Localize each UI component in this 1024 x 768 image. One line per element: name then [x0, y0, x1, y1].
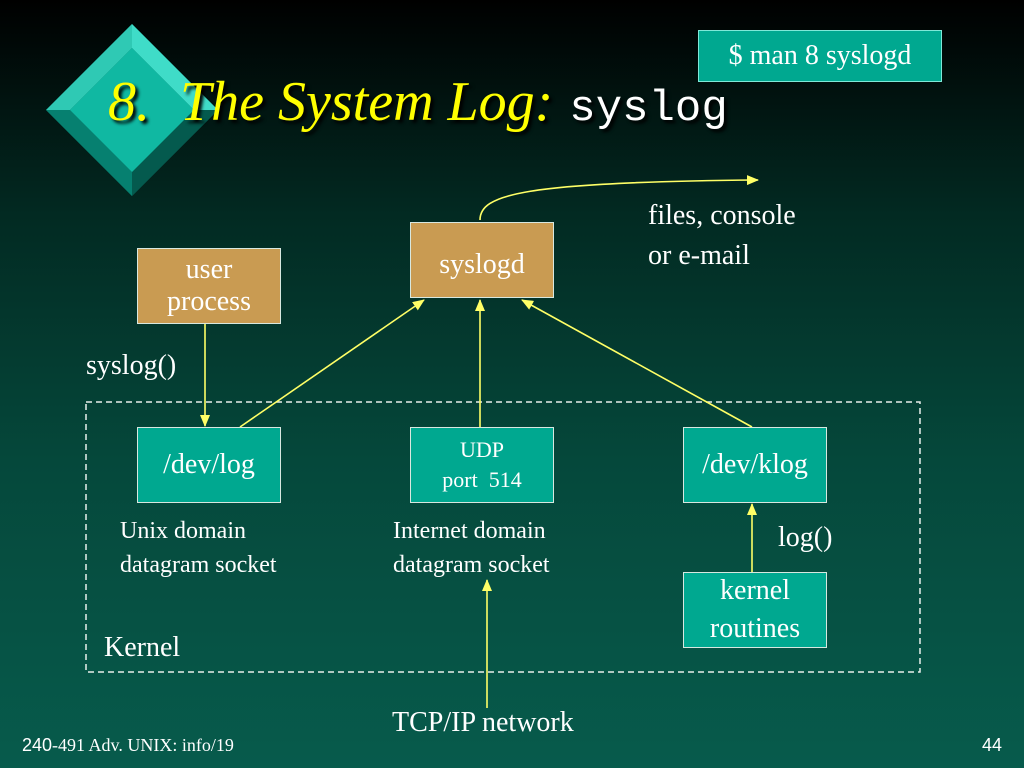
syslogd-box: syslogd: [410, 222, 554, 298]
footer-course-prefix: 240: [22, 735, 53, 755]
unix-socket-line-1: Unix domain: [120, 518, 246, 544]
network-label: TCP/IP network: [392, 707, 574, 738]
dev-log-box: /dev/log: [137, 427, 281, 503]
user-process-line-2: process: [167, 286, 251, 317]
footer-course: 240-491 Adv. UNIX: info/19: [22, 735, 234, 756]
diamond-bullet-icon: [46, 24, 218, 196]
arrow-devlog-to-syslogd: [239, 299, 425, 428]
page-number: 44: [981, 735, 1002, 755]
kernel-boundary: [85, 401, 921, 673]
internet-socket-label: Internet domain datagram socket: [393, 514, 550, 582]
syslog-call-label: syslog(): [86, 350, 177, 381]
user-process-box: user process: [137, 248, 281, 324]
destinations-line-1: files, console: [648, 200, 796, 231]
internet-socket-line-1: Internet domain: [393, 518, 546, 544]
unix-socket-line-2: datagram socket: [120, 552, 277, 578]
title-number: 8.: [108, 71, 150, 133]
arrow-syslogd-to-outputs: [479, 175, 759, 221]
kernel-routines-line-1: kernel: [720, 575, 790, 606]
unix-socket-label: Unix domain datagram socket: [120, 514, 277, 582]
destinations-line-2: or e-mail: [648, 240, 750, 271]
dev-klog-label: /dev/klog: [702, 449, 808, 480]
udp-label: UDP: [459, 437, 504, 462]
syslogd-label: syslogd: [439, 249, 525, 280]
footer-course-rest: -491 Adv. UNIX: info/19: [52, 735, 234, 755]
man-page-badge: $ man 8 syslogd: [698, 30, 942, 82]
internet-socket-line-2: datagram socket: [393, 552, 550, 578]
page-title: 8. The System Log: syslog: [108, 70, 728, 150]
udp-port-box: UDP port 514: [410, 427, 554, 503]
title-text: The System Log:: [180, 71, 554, 133]
title-code: syslog: [569, 84, 728, 134]
log-call-label: log(): [778, 522, 833, 553]
dev-log-label: /dev/log: [163, 449, 255, 480]
destinations-label: files, console or e-mail: [648, 196, 796, 276]
arrow-klog-to-syslogd: [521, 299, 753, 428]
user-process-line-1: user: [185, 254, 233, 285]
port-label: port 514: [442, 467, 522, 492]
kernel-routines-line-2: routines: [709, 613, 801, 644]
dev-klog-box: /dev/klog: [683, 427, 827, 503]
kernel-label: Kernel: [104, 632, 181, 663]
kernel-routines-box: kernel routines: [683, 572, 827, 648]
